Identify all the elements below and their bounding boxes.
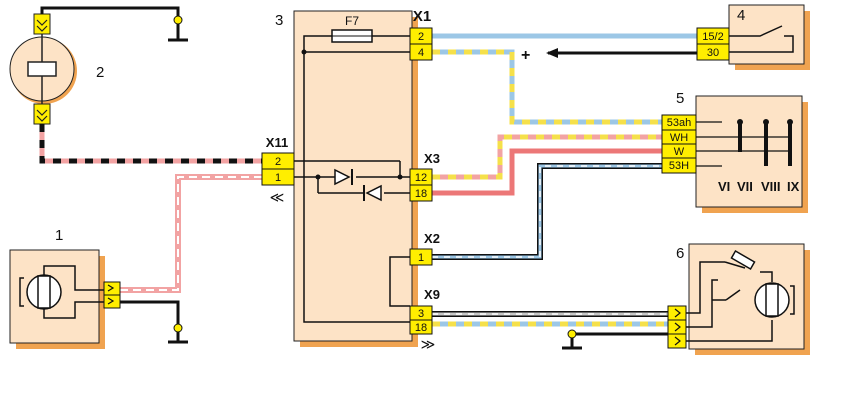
connector-x1: 2 4 X1 [409,8,433,61]
component-3-label: 3 [275,12,283,29]
x3-pin-12: 12 [415,172,427,184]
switch-position-labels: VI VII VIII IX [718,179,800,194]
wire-pink-black [39,124,262,164]
component-2-relay [9,13,77,125]
pos-label-vi: VI [718,179,730,194]
wire-black-comp6-ground [562,329,668,350]
junction-dot [397,174,403,180]
x2-pin-1: 1 [418,252,424,264]
fuse-f7: F7 [331,14,373,43]
x1-label: X1 [413,8,431,25]
connector-c4: 15/2 30 [696,27,730,61]
diode-lower [363,184,382,202]
wire-red-w [432,148,662,196]
component-4-label: 4 [737,7,745,24]
component-4-block [728,4,810,70]
c5-pin-w: W [674,146,685,158]
c5-pin-53h: 53H [669,160,689,172]
component-1-label: 1 [55,227,63,244]
wire-yellow-pink-wh [432,134,662,180]
junction-dot [315,174,321,180]
x9-pin-3: 3 [418,308,424,320]
connector-x3: 12 18 X3 [409,151,440,202]
plus-sign: + [521,47,530,64]
c4-pin-15-2: 15/2 [702,31,723,43]
c4-pin-30: 30 [707,47,719,59]
ignition-switch-icon [729,25,794,53]
wire-pink-white [120,174,262,293]
switch-contacts [696,119,793,167]
connector-c6 [667,305,687,349]
x1-pin-4: 4 [418,47,424,59]
x11-pin-1: 1 [275,172,281,184]
component-6-label: 6 [676,245,684,262]
connector-x9: 3 18 X9 ≫ [409,287,440,352]
wire-black-comp1-ground [120,300,188,344]
component-2-label: 2 [96,64,104,81]
x11-pin-2: 2 [275,156,281,168]
connector-x2: 1 X2 [409,231,440,266]
wiper-motor-icon [19,265,104,319]
x3-pin-18: 18 [415,188,427,200]
x2-label: X2 [424,231,440,246]
x9-label: X9 [424,287,440,302]
component-5-label: 5 [676,90,684,107]
fuse-label: F7 [345,14,359,28]
c5-pin-wh: WH [670,132,688,144]
x1-pin-2: 2 [418,31,424,43]
pos-label-viii: VIII [761,179,781,194]
connector-x11: 2 1 X11 ≪ [261,135,295,205]
plug-arrow-icon: ≪ [270,189,285,205]
washer-motor-icon [686,250,795,342]
c5-pin-53ah: 53ah [667,117,691,129]
pos-label-ix: IX [787,179,800,194]
component-3-internals [276,35,410,323]
x9-pin-18: 18 [415,322,427,334]
pos-label-vii: VII [737,179,753,194]
x11-label: X11 [266,135,288,150]
x3-label: X3 [424,151,440,166]
wire-black-plus [546,48,697,58]
connector-c5: 53ah WH W 53H [661,114,697,174]
wire-gray-53h [432,163,662,260]
diode-upper [334,168,353,186]
connector-c1 [103,281,121,309]
plug-arrow-icon: ≫ [421,336,436,352]
junction-dot [301,49,307,55]
wire-black-top [40,6,188,42]
wire-yellow-blue-53ah [432,49,662,125]
